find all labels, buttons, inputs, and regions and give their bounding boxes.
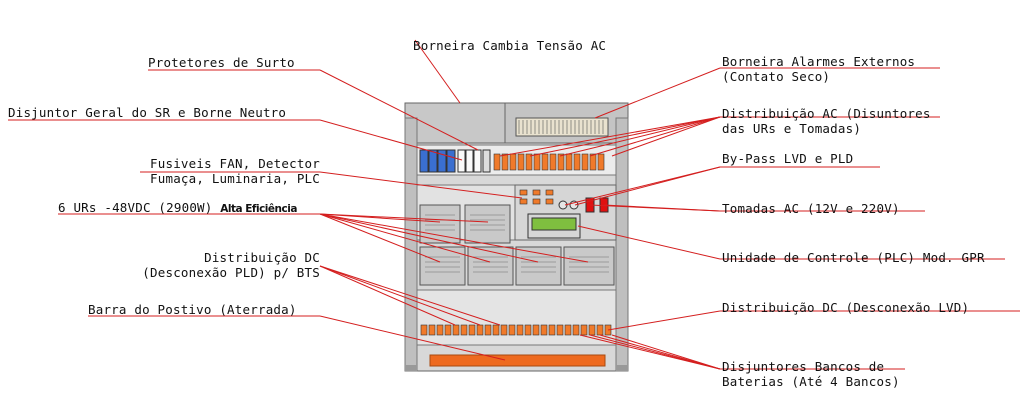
label-fusiveis: Fusiveis FAN, Detector Fumaça, Luminaria…	[150, 156, 320, 186]
label-bypass: By-Pass LVD e PLD	[722, 151, 854, 166]
label-barra-positivo: Barra do Postivo (Aterrada)	[88, 302, 297, 317]
label-disjuntor-geral: Disjuntor Geral do SR e Borne Neutro	[8, 105, 287, 120]
label-distribuicao-lvd: Distribuição DC (Desconexão LVD)	[722, 300, 970, 315]
label-urs: 6 URs -48VDC (2900W) Alta Eficiência	[58, 200, 297, 215]
main-breakers	[419, 149, 491, 173]
leader-lines	[8, 39, 1020, 370]
alarm-terminal-block	[515, 117, 609, 137]
label-borneira-cambia: Borneira Cambia Tensão AC	[413, 38, 607, 53]
dc-breakers	[420, 324, 612, 336]
label-alarmes-externos: Borneira Alarmes Externos (Contato Seco)	[722, 54, 916, 84]
label-distribuicao-dc: Distribuição DC (Desconexão PLD) p/ BTS	[142, 250, 320, 280]
alarm-terminal-pins	[518, 120, 604, 134]
cabinet-foot-left	[405, 365, 417, 371]
rectifier-units	[419, 204, 615, 286]
top-enclosure	[404, 102, 506, 144]
rectifier-vents	[425, 214, 609, 273]
plc-display	[531, 217, 577, 231]
right-rail	[615, 117, 629, 372]
label-tomadas-ac: Tomadas AC (12V e 220V)	[722, 201, 900, 216]
label-protetores-surto: Protetores de Surto	[148, 55, 295, 70]
label-distribuicao-ac: Distribuição AC (Disuntores das URs e To…	[722, 106, 931, 136]
label-unidade-controle: Unidade de Controle (PLC) Mod. GPR	[722, 250, 985, 265]
positive-bus-bar	[429, 354, 606, 367]
fuse-holders	[519, 189, 554, 205]
left-rail	[404, 117, 418, 372]
ac-breakers	[493, 153, 605, 171]
label-bancos-baterias: Disjuntores Bancos de Baterias (Até 4 Ba…	[722, 359, 900, 389]
cabinet-foot-right	[616, 365, 628, 371]
